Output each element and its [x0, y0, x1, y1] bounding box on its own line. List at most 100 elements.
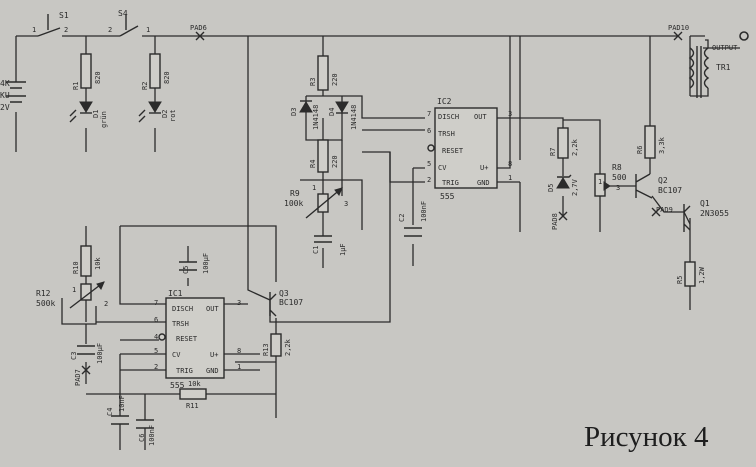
battery-voltage: 2V: [0, 103, 10, 112]
pad9-label: PAD9: [656, 206, 673, 214]
c6-label: C6: [138, 434, 146, 442]
r12-pin2: 2: [104, 300, 108, 308]
q3-value: BC107: [279, 298, 303, 307]
pad10-label: PAD10: [668, 24, 689, 32]
switch-s1: S1 1 2: [32, 11, 69, 37]
c1-label: C1: [312, 246, 320, 254]
ic1-out: OUT: [206, 305, 219, 313]
c2-value: 100nF: [420, 201, 428, 222]
resistor-r5: [684, 261, 696, 287]
ic2-name: IC2: [437, 97, 452, 106]
d5-value: 2,7V: [571, 178, 579, 196]
resistor-r2: [149, 53, 161, 89]
resistor-r3: [317, 55, 329, 91]
ic2-pin6: 6: [427, 127, 431, 135]
ic1-uplus: U+: [210, 351, 218, 359]
ic2-trig: TRIG: [442, 179, 459, 187]
resistor-r4: [317, 139, 329, 173]
q3-label: Q3: [279, 289, 289, 298]
r6-label: R6: [636, 146, 644, 154]
r13-value: 2,2k: [284, 338, 292, 356]
battery-label-2: KU: [0, 91, 10, 100]
r9-value: 100k: [284, 199, 303, 208]
q1-label: Q1: [700, 199, 710, 208]
ic1-pin3: 3: [237, 299, 241, 307]
r8-pin3: 3: [616, 184, 620, 192]
output-terminal: OUTPUT: [712, 31, 749, 52]
pad6-label: PAD6: [190, 24, 207, 32]
q1-value: 2N3055: [700, 209, 729, 218]
ic1-pin2: 2: [154, 363, 158, 371]
ic1-pin6: 6: [154, 316, 158, 324]
d5-label: D5: [547, 184, 555, 192]
wires: [15, 35, 740, 420]
ic1-reset: RESET: [176, 335, 198, 343]
s1-label: S1: [59, 11, 69, 20]
battery-label-1: 4K: [0, 79, 10, 88]
r1-value: 820: [94, 71, 102, 84]
r5-label: R5: [676, 276, 684, 284]
ic2-gnd: GND: [477, 179, 490, 187]
r10-value: 10k: [94, 257, 102, 270]
ic2-555: IC2 555 DISCH OUT TRSH RESET CV U+ TRIG …: [427, 97, 512, 201]
ic1-trsh: TRSH: [172, 320, 189, 328]
s4-pin2: 2: [108, 26, 112, 34]
ic2-pin7: 7: [427, 110, 431, 118]
capacitors: C1 1µF C2 100nF C3 100µF C4 10nF C5 100µ…: [70, 201, 428, 450]
resistor-r11: [179, 388, 207, 400]
ic2-uplus: U+: [480, 164, 488, 172]
ic2-pin2: 2: [427, 176, 431, 184]
r4-value: 220: [331, 155, 339, 168]
c3-value: 100µF: [96, 343, 104, 364]
ic1-gnd: GND: [206, 367, 219, 375]
d4-label: D4: [328, 108, 336, 116]
pad8-label: PAD8: [551, 213, 559, 230]
r7-label: R7: [549, 148, 557, 156]
r10-label: R10: [72, 261, 80, 274]
d2-label: D2: [161, 110, 169, 118]
resistor-r6: [644, 125, 656, 159]
c5-value: 100µF: [202, 253, 210, 274]
s1-pin2: 2: [64, 26, 68, 34]
r4-label: R4: [309, 160, 317, 168]
ic2-disch: DISCH: [438, 113, 459, 121]
c1-value: 1µF: [339, 243, 347, 256]
output-label: OUTPUT: [712, 44, 738, 52]
r12-label: R12: [36, 289, 51, 298]
r11-value: 10k: [188, 380, 201, 388]
r9-pin1: 1: [312, 184, 316, 192]
r12-value: 500k: [36, 299, 55, 308]
ic1-pin5: 5: [154, 347, 158, 355]
d3-value: 1N4148: [312, 105, 320, 130]
tr1-label: TR1: [716, 63, 731, 72]
ic1-pin4: 4: [154, 333, 158, 341]
c5-label: C5: [182, 266, 190, 274]
d1-label: D1: [92, 110, 100, 118]
ic1-disch: DISCH: [172, 305, 193, 313]
ic1-cv: CV: [172, 351, 181, 359]
r9-label: R9: [290, 189, 300, 198]
ic1-body: [165, 297, 225, 379]
r8-pin1: 1: [598, 178, 602, 186]
ic2-body: [434, 107, 498, 189]
transformer-tr1: TR1: [688, 39, 731, 98]
q2-label: Q2: [658, 176, 668, 185]
c2-label: C2: [398, 214, 406, 222]
s4-pin1: 1: [146, 26, 150, 34]
diodes: D1 grün D2 rot D3 1N4148 D4 1N4148 D5 2,…: [69, 100, 579, 196]
figure-caption: Рисунок 4: [584, 421, 709, 453]
q2-value: BC107: [658, 186, 682, 195]
d4-value: 1N4148: [350, 105, 358, 130]
r9-pin3: 3: [344, 200, 348, 208]
r5-value: 1,2W: [698, 266, 706, 284]
ic2-trsh: TRSH: [438, 130, 455, 138]
c4-value: 10nF: [118, 395, 126, 412]
resistor-r7: [557, 127, 569, 159]
ic2-cv: CV: [438, 164, 447, 172]
ic2-pin3: 3: [508, 110, 512, 118]
d1-value: grün: [100, 111, 108, 128]
r3-value: 220: [331, 73, 339, 86]
r2-label: R2: [141, 82, 149, 90]
d3-label: D3: [290, 108, 298, 116]
